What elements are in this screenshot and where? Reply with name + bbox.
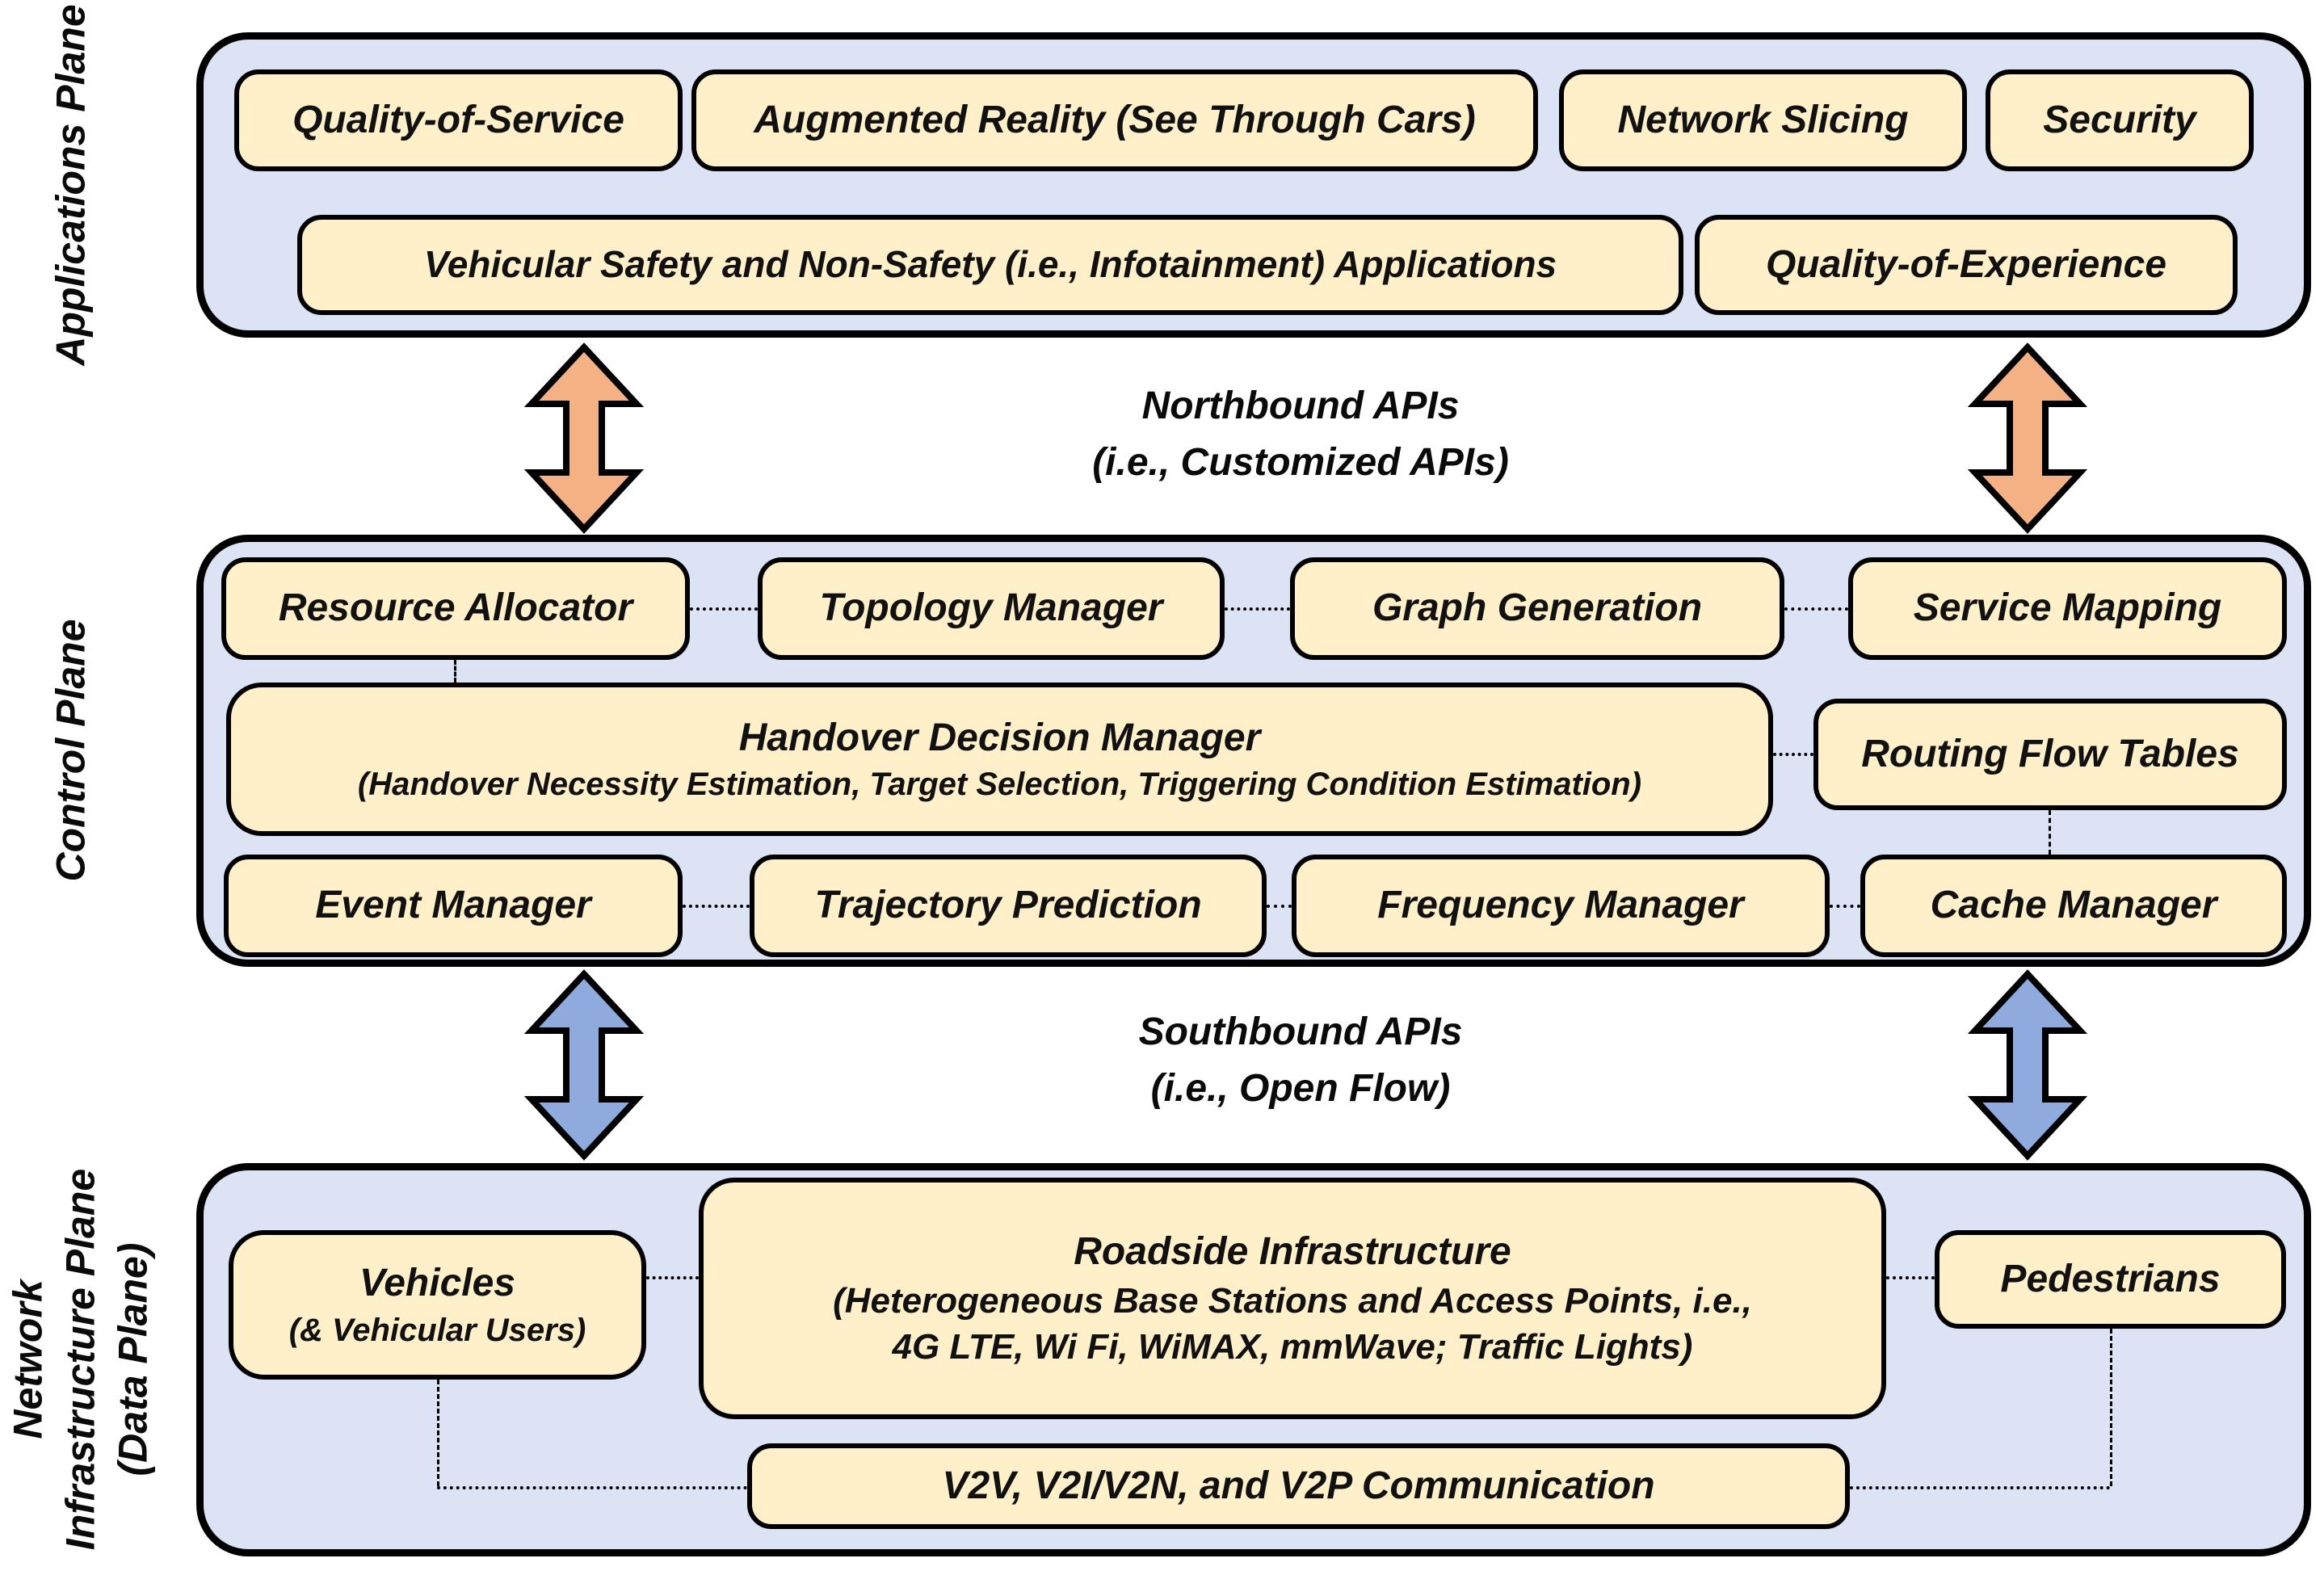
- box-roadside-infrastructure: Roadside Infrastructure (Heterogeneous B…: [699, 1178, 1886, 1419]
- connector-vehicles-down: [437, 1380, 439, 1486]
- connector-frequency-cache: [1830, 905, 1860, 908]
- box-event-manager: Event Manager: [224, 855, 683, 957]
- box-graph-generation-label: Graph Generation: [1372, 586, 1703, 630]
- northbound-arrow-right: [1967, 342, 2088, 534]
- box-roadside-infrastructure-line3: 4G LTE, Wi Fi, WiMAX, mmWave; Traffic Li…: [892, 1326, 1693, 1367]
- infra-title-line1: Network: [5, 1279, 51, 1439]
- box-handover-decision-manager-subtitle: (Handover Necessity Estimation, Target S…: [357, 767, 1642, 803]
- northbound-apis-line1: Northbound APIs: [1141, 384, 1460, 427]
- northbound-arrow-left: [523, 342, 645, 534]
- box-vehicular-safety-applications-label: Vehicular Safety and Non-Safety (i.e., I…: [423, 243, 1557, 286]
- box-resource-allocator-label: Resource Allocator: [278, 586, 633, 630]
- box-vehicles-sublabel: (& Vehicular Users): [288, 1312, 586, 1348]
- box-v2x-communication-label: V2V, V2I/V2N, and V2P Communication: [942, 1464, 1655, 1507]
- box-routing-flow-tables: Routing Flow Tables: [1813, 699, 2287, 810]
- box-service-mapping-label: Service Mapping: [1913, 586, 2222, 630]
- box-quality-of-experience: Quality-of-Experience: [1695, 215, 2238, 315]
- northbound-apis-line2: (i.e., Customized APIs): [1092, 440, 1509, 484]
- connector-topology-graph: [1225, 607, 1290, 611]
- southbound-apis-line2: (i.e., Open Flow): [1150, 1066, 1451, 1110]
- connector-routing-cache: [2049, 810, 2051, 855]
- box-v2x-communication: V2V, V2I/V2N, and V2P Communication: [747, 1443, 1850, 1529]
- box-pedestrians: Pedestrians: [1935, 1230, 2286, 1329]
- southbound-apis-label: Southbound APIs (i.e., Open Flow): [889, 1004, 1713, 1116]
- northbound-apis-label: Northbound APIs (i.e., Customized APIs): [889, 378, 1713, 490]
- box-quality-of-experience-label: Quality-of-Experience: [1765, 242, 2167, 286]
- box-frequency-manager-label: Frequency Manager: [1377, 884, 1744, 927]
- box-trajectory-prediction-label: Trajectory Prediction: [814, 884, 1202, 927]
- box-vehicles-label: Vehicles: [359, 1262, 515, 1305]
- box-augmented-reality: Augmented Reality (See Through Cars): [691, 69, 1538, 171]
- infra-title-line3: (Data Plane): [110, 1242, 156, 1476]
- network-infrastructure-plane-title: Network Infrastructure Plane (Data Plane…: [2, 1169, 160, 1550]
- box-vehicles: Vehicles (& Vehicular Users): [229, 1230, 646, 1380]
- box-vehicular-safety-applications: Vehicular Safety and Non-Safety (i.e., I…: [297, 215, 1683, 315]
- connector-resource-topology: [690, 607, 758, 611]
- box-trajectory-prediction: Trajectory Prediction: [750, 855, 1267, 957]
- box-pedestrians-label: Pedestrians: [2000, 1257, 2221, 1300]
- infra-title-line2: Infrastructure Plane: [57, 1168, 103, 1551]
- box-quality-of-service-label: Quality-of-Service: [292, 98, 624, 141]
- southbound-arrow-right: [1967, 969, 2088, 1161]
- box-handover-decision-manager: Handover Decision Manager (Handover Nece…: [226, 683, 1773, 836]
- box-security: Security: [1986, 69, 2254, 171]
- connector-vehicles-roadside: [646, 1276, 699, 1279]
- southbound-arrow-left: [523, 969, 645, 1161]
- box-graph-generation: Graph Generation: [1290, 557, 1784, 660]
- box-network-slicing: Network Slicing: [1559, 69, 1967, 171]
- box-event-manager-label: Event Manager: [315, 884, 591, 927]
- connector-handover-routing: [1773, 753, 1813, 756]
- connector-event-trajectory: [683, 905, 750, 908]
- box-roadside-infrastructure-line2: (Heterogeneous Base Stations and Access …: [833, 1280, 1752, 1321]
- box-handover-decision-manager-title: Handover Decision Manager: [738, 716, 1261, 759]
- connector-resource-handover: [454, 660, 456, 683]
- control-plane-title: Control Plane: [48, 619, 94, 882]
- box-frequency-manager: Frequency Manager: [1292, 855, 1830, 957]
- box-network-slicing-label: Network Slicing: [1617, 98, 1909, 141]
- box-security-label: Security: [2043, 98, 2196, 141]
- box-routing-flow-tables-label: Routing Flow Tables: [1861, 732, 2239, 775]
- connector-pedestrians-down: [2110, 1329, 2112, 1486]
- southbound-apis-line1: Southbound APIs: [1138, 1010, 1463, 1053]
- box-quality-of-service: Quality-of-Service: [234, 69, 683, 171]
- connector-pedestrians-v2x: [1850, 1486, 2110, 1489]
- box-cache-manager: Cache Manager: [1860, 855, 2287, 957]
- box-augmented-reality-label: Augmented Reality (See Through Cars): [754, 98, 1476, 141]
- connector-roadside-pedestrians: [1886, 1276, 1935, 1279]
- box-roadside-infrastructure-line1: Roadside Infrastructure: [1074, 1230, 1511, 1274]
- box-topology-manager: Topology Manager: [758, 557, 1225, 660]
- box-topology-manager-label: Topology Manager: [819, 586, 1163, 630]
- connector-trajectory-frequency: [1267, 905, 1292, 908]
- box-cache-manager-label: Cache Manager: [1930, 884, 2217, 927]
- connector-vehicles-v2x: [437, 1486, 747, 1489]
- applications-plane-title: Applications Plane: [48, 4, 94, 366]
- box-service-mapping: Service Mapping: [1848, 557, 2287, 660]
- connector-graph-service: [1784, 607, 1848, 611]
- box-resource-allocator: Resource Allocator: [221, 557, 690, 660]
